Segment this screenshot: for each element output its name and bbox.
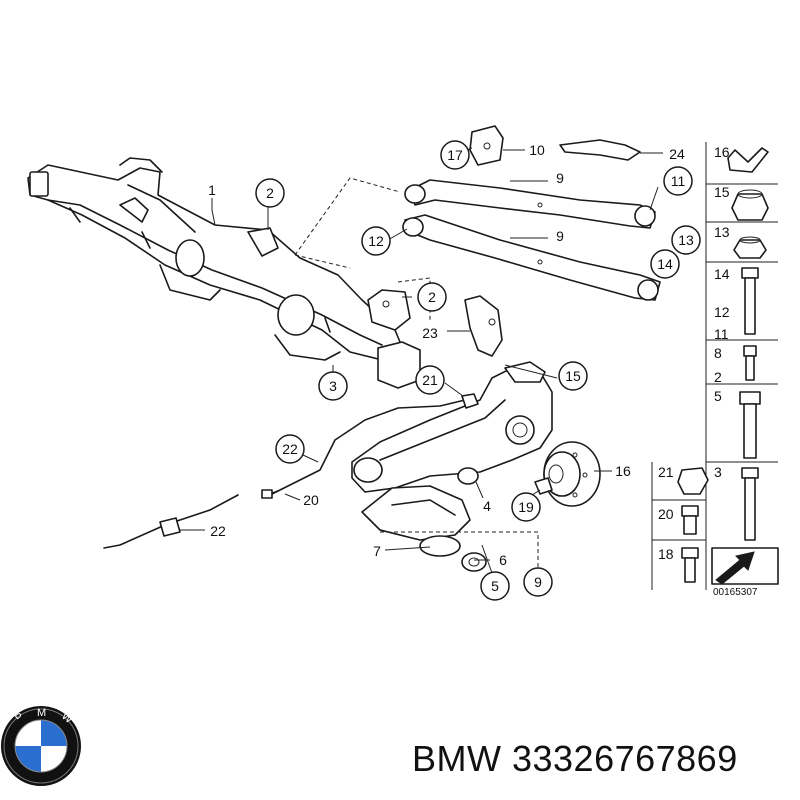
legend-11: 11 <box>714 326 729 342</box>
part-caption: BMW 33326767869 <box>412 738 738 779</box>
plain-labels: 1 10 24 9 9 23 16 4 20 22 7 6 <box>208 142 685 568</box>
callout-18: 19 <box>518 499 534 515</box>
legend-13: 13 <box>714 224 730 240</box>
label-19: 20 <box>303 492 319 508</box>
callout-20: 21 <box>422 372 438 388</box>
label-6: 6 <box>499 552 507 568</box>
callout-21: 22 <box>282 441 298 457</box>
wheel-carrier <box>351 361 553 493</box>
legend-2: 2 <box>714 369 722 385</box>
callout-13: 17 <box>447 147 463 163</box>
legend-5: 5 <box>714 388 722 404</box>
bracket-10 <box>469 125 504 166</box>
washer-5 <box>461 552 487 572</box>
callout-2-right: 2 <box>428 289 436 305</box>
label-4: 4 <box>483 498 491 514</box>
wheel-hub <box>543 441 601 507</box>
legend-16: 16 <box>714 144 730 160</box>
legend-3: 3 <box>714 464 722 480</box>
label-22: 22 <box>210 523 226 539</box>
label-7: 7 <box>373 543 381 559</box>
rear-subframe <box>27 157 421 389</box>
bracket-2-right <box>367 289 411 331</box>
lower-control-arm <box>402 214 661 301</box>
label-9-upper: 9 <box>556 170 564 186</box>
rod-22 <box>103 494 239 549</box>
callout-16: 15 <box>565 368 581 384</box>
bmw-logo: B M W <box>1 706 81 786</box>
legend-8: 8 <box>714 345 722 361</box>
callout-12: 12 <box>368 233 384 249</box>
fastener-legend: 16 15 13 14 12 11 8 2 5 21 3 20 18 <box>651 142 779 598</box>
label-9-lower: 9 <box>556 228 564 244</box>
legend-20: 20 <box>658 506 674 522</box>
callout-15: 14 <box>657 256 673 272</box>
label-23: 23 <box>422 325 438 341</box>
legend-12: 12 <box>714 304 730 320</box>
bracket-23 <box>464 295 503 357</box>
callout-11: 11 <box>671 173 686 189</box>
upper-control-arm <box>404 179 656 229</box>
callouts: 2 17 11 12 13 14 2 3 21 15 22 19 <box>255 140 701 601</box>
reference-number: 00165307 <box>713 587 758 598</box>
callout-14: 13 <box>678 232 694 248</box>
spring-plate <box>361 485 471 557</box>
svg-text:M: M <box>37 707 46 719</box>
label-10: 10 <box>529 142 545 158</box>
label-24: 24 <box>669 146 685 162</box>
sensor-cable <box>261 393 479 499</box>
callout-8: 9 <box>534 574 542 590</box>
legend-14: 14 <box>714 266 730 282</box>
label-17: 16 <box>615 463 631 479</box>
callout-5: 5 <box>491 578 499 594</box>
callout-3: 3 <box>329 378 337 394</box>
leader-lines <box>180 147 663 575</box>
legend-18: 18 <box>658 546 674 562</box>
legend-15: 15 <box>714 184 730 200</box>
legend-21: 21 <box>658 464 674 480</box>
part-24 <box>559 139 641 161</box>
callout-2-top: 2 <box>266 185 274 201</box>
label-1: 1 <box>208 182 216 198</box>
